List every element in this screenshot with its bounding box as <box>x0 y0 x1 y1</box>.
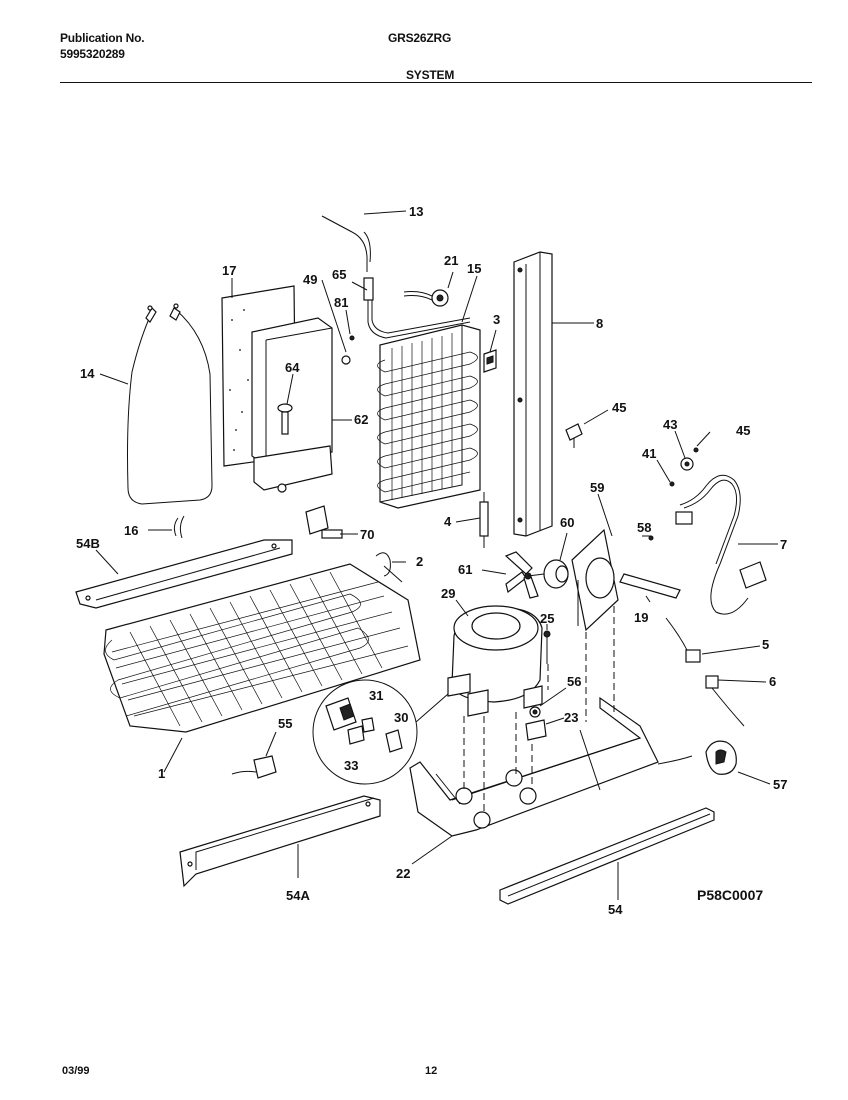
part-49-clip <box>341 355 351 365</box>
callout-45-upper: 45 <box>612 400 626 415</box>
callout-57: 57 <box>773 777 787 792</box>
part-60-fan-motor <box>527 559 569 589</box>
part-65-drier <box>363 277 471 339</box>
callout-4: 4 <box>444 514 452 529</box>
callout-49: 49 <box>303 272 317 287</box>
part-62-cover <box>251 317 333 493</box>
callout-58: 58 <box>637 520 651 535</box>
callout-56: 56 <box>567 674 581 689</box>
part-41-screw <box>669 481 675 487</box>
part-4-thermistor <box>479 492 489 548</box>
part-56-grommet <box>529 706 541 718</box>
part-81-screw <box>349 335 355 341</box>
callout-81: 81 <box>334 295 348 310</box>
callout-labels: 13 17 49 65 21 15 81 3 8 14 64 62 45 43 … <box>76 204 787 917</box>
callout-2: 2 <box>416 554 423 569</box>
callout-45-right: 45 <box>736 423 750 438</box>
callout-19: 19 <box>634 610 648 625</box>
callout-41: 41 <box>642 446 656 461</box>
callout-43: 43 <box>663 417 677 432</box>
callout-30: 30 <box>394 710 408 725</box>
part-14-heater <box>127 303 213 505</box>
part-21-sensor <box>403 289 449 307</box>
assembly-guide-lines <box>463 606 615 812</box>
callout-31: 31 <box>369 688 383 703</box>
part-54-bracket <box>499 807 715 905</box>
part-64-bolt <box>277 403 293 435</box>
part-8-channel <box>513 251 553 537</box>
model-number: GRS26ZRG <box>388 31 452 45</box>
diagram-code: P58C0007 <box>697 887 764 903</box>
part-54A-bracket <box>179 795 381 888</box>
callout-25: 25 <box>540 611 554 626</box>
callout-33: 33 <box>344 758 358 773</box>
callout-15: 15 <box>467 261 481 276</box>
callout-65: 65 <box>332 267 346 282</box>
part-25-screw <box>543 630 551 664</box>
callout-29: 29 <box>441 586 455 601</box>
part-19-tube <box>619 573 681 599</box>
callout-61: 61 <box>458 562 472 577</box>
footer-date: 03/99 <box>62 1065 90 1077</box>
callout-62: 62 <box>354 412 368 427</box>
header-rule <box>60 82 812 83</box>
part-29-compressor <box>447 605 543 717</box>
part-70-terminal <box>305 505 343 539</box>
callout-7: 7 <box>780 537 787 552</box>
part-54B-bracket <box>75 539 293 609</box>
callout-3: 3 <box>493 312 500 327</box>
callout-1: 1 <box>158 766 165 781</box>
callout-17: 17 <box>222 263 236 278</box>
relay-overload-detail <box>312 679 449 785</box>
part-55-capacitor <box>231 755 277 779</box>
part-23-mount <box>525 719 547 741</box>
part-13-tube <box>321 215 371 272</box>
callout-16: 16 <box>124 523 138 538</box>
callout-70: 70 <box>360 527 374 542</box>
callout-5: 5 <box>762 637 769 652</box>
callout-6: 6 <box>769 674 776 689</box>
callout-13: 13 <box>409 204 423 219</box>
part-3-clip <box>483 349 497 373</box>
part-15-evaporator <box>377 324 481 509</box>
part-58-screw <box>648 535 654 541</box>
part-57-grommet <box>657 740 737 775</box>
callout-54: 54 <box>608 902 623 917</box>
publication-label: Publication No. <box>60 31 145 45</box>
callout-21: 21 <box>444 253 458 268</box>
callout-14: 14 <box>80 366 95 381</box>
part-45-screw-a <box>565 423 583 448</box>
callout-60: 60 <box>560 515 574 530</box>
callout-8: 8 <box>596 316 603 331</box>
leader-lines <box>95 210 778 900</box>
callout-23: 23 <box>564 710 578 725</box>
part-1-condenser <box>103 563 421 733</box>
part-22-base-pan <box>409 696 659 837</box>
callout-64: 64 <box>285 360 300 375</box>
part-45-screw-b <box>693 447 699 453</box>
callout-54B: 54B <box>76 536 100 551</box>
part-43-grommet <box>680 457 694 471</box>
part-2-clip <box>375 552 391 577</box>
part-16-clip <box>173 515 185 539</box>
section-title: SYSTEM <box>406 68 455 82</box>
page-number: 12 <box>425 1065 438 1077</box>
part-61-fan-blade <box>504 551 539 599</box>
callout-59: 59 <box>590 480 604 495</box>
callout-54A: 54A <box>286 888 310 903</box>
part-5-connector <box>665 617 701 663</box>
callout-22: 22 <box>396 866 410 881</box>
callout-55: 55 <box>278 716 292 731</box>
part-7-power-cord <box>675 474 767 615</box>
publication-number: 5995320289 <box>60 47 125 61</box>
part-6-connector <box>705 675 745 727</box>
part-59-fan-bracket <box>571 528 619 632</box>
